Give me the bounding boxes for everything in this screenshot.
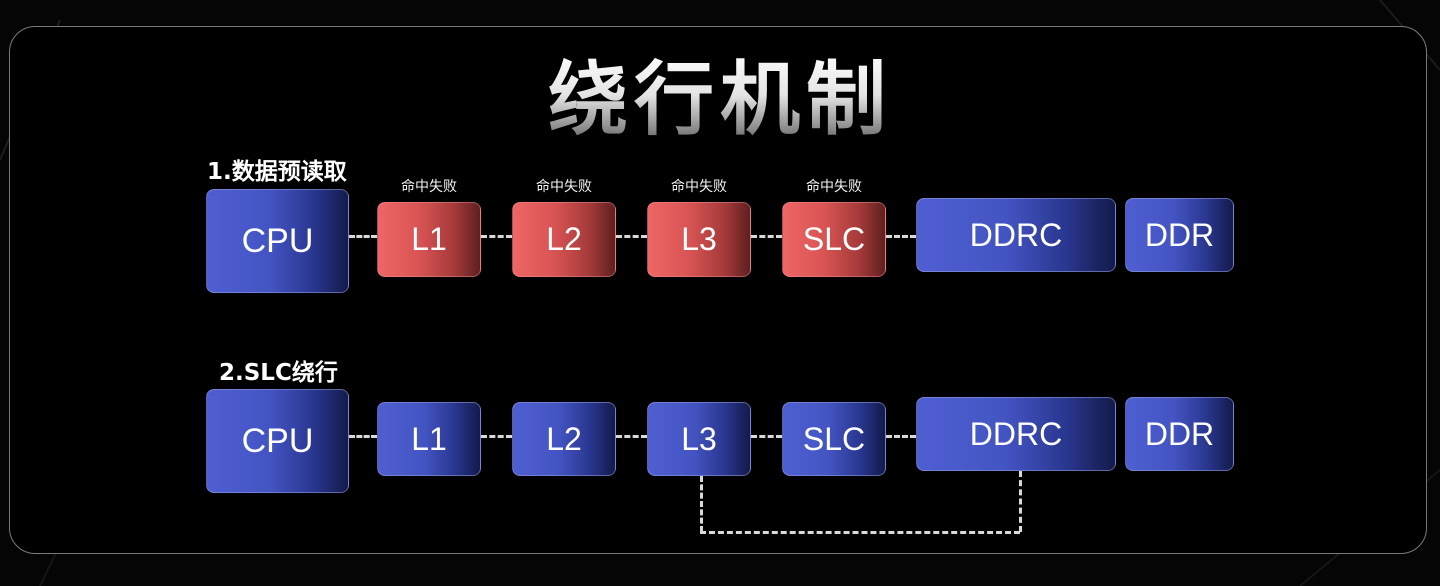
row2-slc-box: SLC (782, 402, 886, 476)
l1-miss-label: 命中失败 (401, 179, 457, 195)
connector2-l3-slc (751, 435, 782, 438)
row1-l3-box: L3 (647, 202, 751, 277)
row1-ddr-box: DDR (1125, 198, 1234, 272)
connector2-cpu-l1 (349, 435, 377, 438)
connector-l1-l2 (481, 235, 512, 238)
row1-l1-box: L1 (377, 202, 481, 277)
connector2-slc-ddrc (886, 435, 916, 438)
row2-ddrc-box: DDRC (916, 397, 1116, 471)
section-1-label: 1.数据预读取 (207, 159, 347, 185)
bypass-line-l3-down (700, 476, 703, 532)
row2-l2-box: L2 (512, 402, 616, 476)
page-title: 绕行机制 (0, 50, 1440, 150)
row1-cpu-box: CPU (206, 189, 349, 293)
l2-miss-label: 命中失败 (536, 179, 592, 195)
row2-ddr-box: DDR (1125, 397, 1234, 471)
connector-slc-ddrc (886, 235, 916, 238)
row1-ddrc-box: DDRC (916, 198, 1116, 272)
section-2-label: 2.SLC绕行 (219, 360, 338, 386)
connector2-l1-l2 (481, 435, 512, 438)
row1-l2-box: L2 (512, 202, 616, 277)
row2-l1-box: L1 (377, 402, 481, 476)
connector2-l2-l3 (616, 435, 647, 438)
connector-l2-l3 (616, 235, 647, 238)
connector-cpu-l1 (349, 235, 377, 238)
connector-l3-slc (751, 235, 782, 238)
l3-miss-label: 命中失败 (671, 179, 727, 195)
slc-miss-label: 命中失败 (806, 179, 862, 195)
row2-cpu-box: CPU (206, 389, 349, 493)
bypass-line-ddrc-down (1019, 471, 1022, 532)
row1-slc-box: SLC (782, 202, 886, 277)
bypass-line-bottom (700, 531, 1020, 534)
row2-l3-box: L3 (647, 402, 751, 476)
